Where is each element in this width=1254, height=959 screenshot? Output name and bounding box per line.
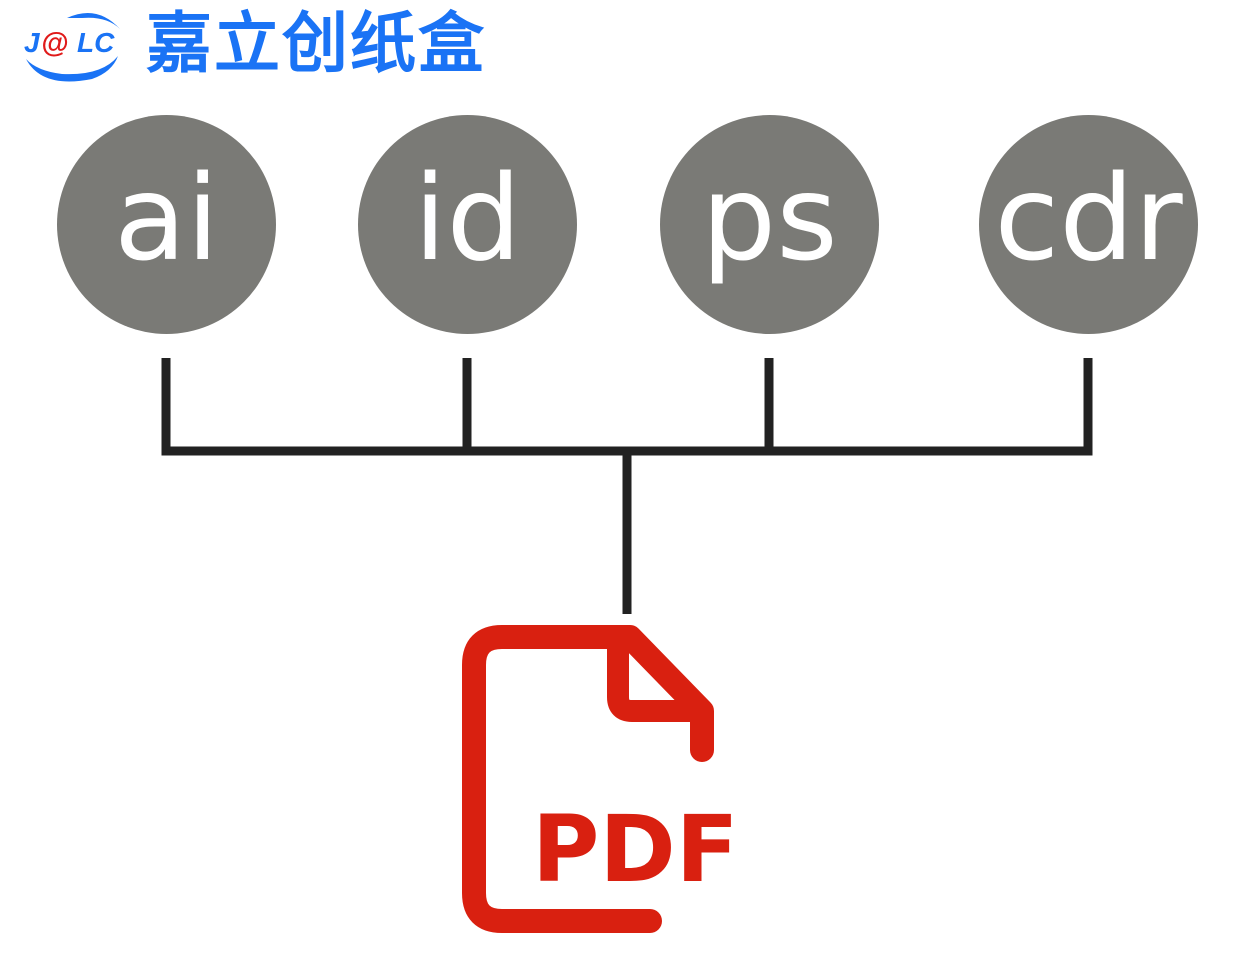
- jlc-logo: J @ LC: [24, 12, 120, 82]
- svg-text:LC: LC: [77, 27, 115, 58]
- svg-text:J: J: [24, 27, 41, 58]
- format-circle-ps: ps: [660, 115, 879, 334]
- format-circle-cdr: cdr: [979, 115, 1198, 334]
- brand-name: 嘉立创纸盒: [146, 5, 486, 82]
- svg-text:@: @: [41, 27, 68, 58]
- format-circle-ai: ai: [57, 115, 276, 334]
- pdf-file-icon: PDF: [462, 625, 739, 933]
- format-circle-id: id: [358, 115, 577, 334]
- pdf-label: PDF: [532, 796, 739, 903]
